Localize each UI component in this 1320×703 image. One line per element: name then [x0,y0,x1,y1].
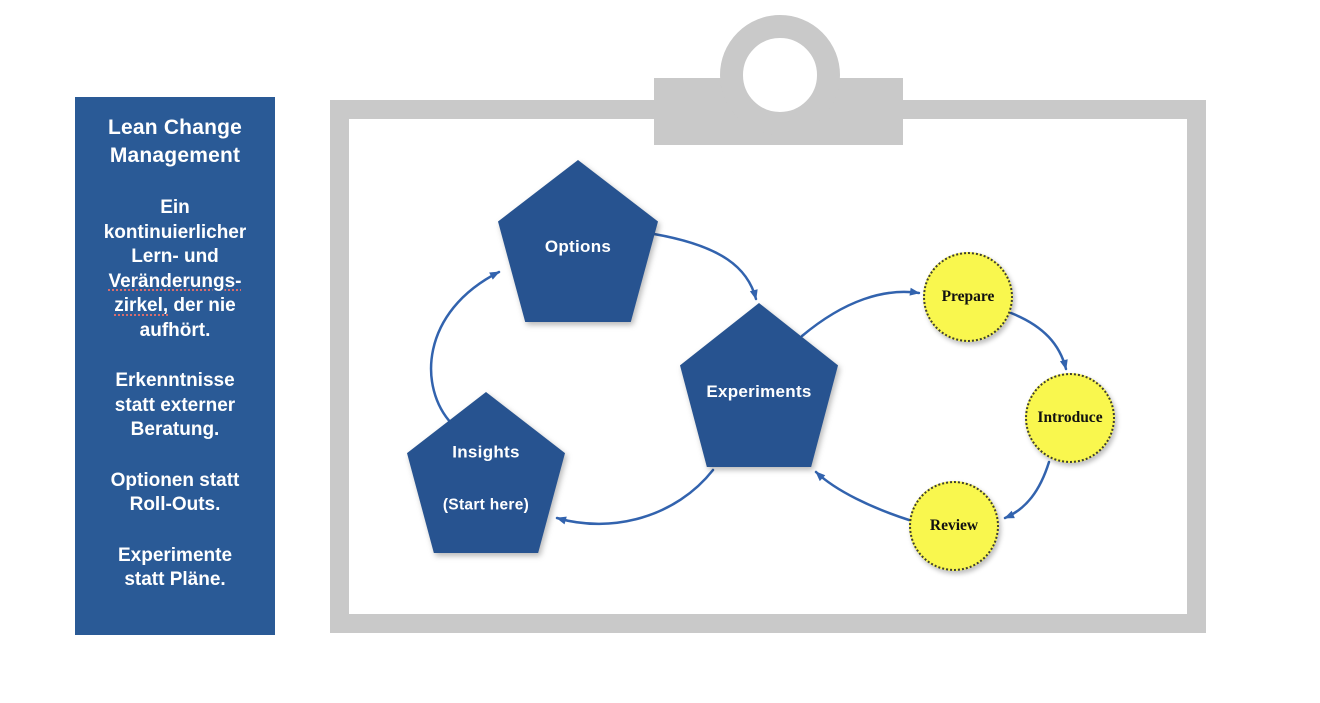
circle-review-label: Review [929,517,979,534]
spellcheck-word-2: zirkel, [114,295,169,316]
circle-introduce-label: Introduce [1037,409,1103,426]
pentagon-experiments-label: Experiments [706,381,812,401]
sidebar-paragraph-experiments: Experimente statt Pläne. [117,544,233,591]
pentagon-insights: Insights (Start here) [407,392,565,553]
sidebar-intro-paragraph: Ein kontinuierlicher Lern- und Veränderu… [79,196,271,343]
circle-prepare-label: Prepare [941,288,995,305]
pentagon-options: Options [498,160,658,322]
pentagon-insights-shape: Insights (Start here) [407,392,565,553]
clipboard-clip-ring [720,15,840,135]
intro-text-part3: der nie aufhört. [139,295,236,341]
pentagon-experiments-shape: Experiments [680,303,838,467]
intro-text-part1: Ein kontinuierlicher Lern- und [103,197,247,267]
pentagon-experiments: Experiments [680,303,838,467]
circle-introduce: Introduce [1025,373,1115,463]
spellcheck-word-1: Veränderungs- [108,270,242,292]
pentagon-insights-label: Insights (Start here) [407,439,565,518]
sidebar-paragraph-options: Optionen statt Roll-Outs. [110,469,240,516]
pentagon-options-label: Options [544,237,612,257]
pentagon-insights-sublabel: (Start here) [442,496,530,514]
pentagon-insights-title: Insights [452,442,520,462]
pentagon-options-shape: Options [498,160,658,322]
circle-prepare: Prepare [923,252,1013,342]
page-title: Lean Change Management [107,116,243,167]
sidebar-paragraph-insights: Erkenntnisse statt externer Beratung. [114,370,236,440]
circle-review: Review [909,481,999,571]
sidebar-panel: Lean Change Management Ein kontinuierlic… [75,97,275,635]
